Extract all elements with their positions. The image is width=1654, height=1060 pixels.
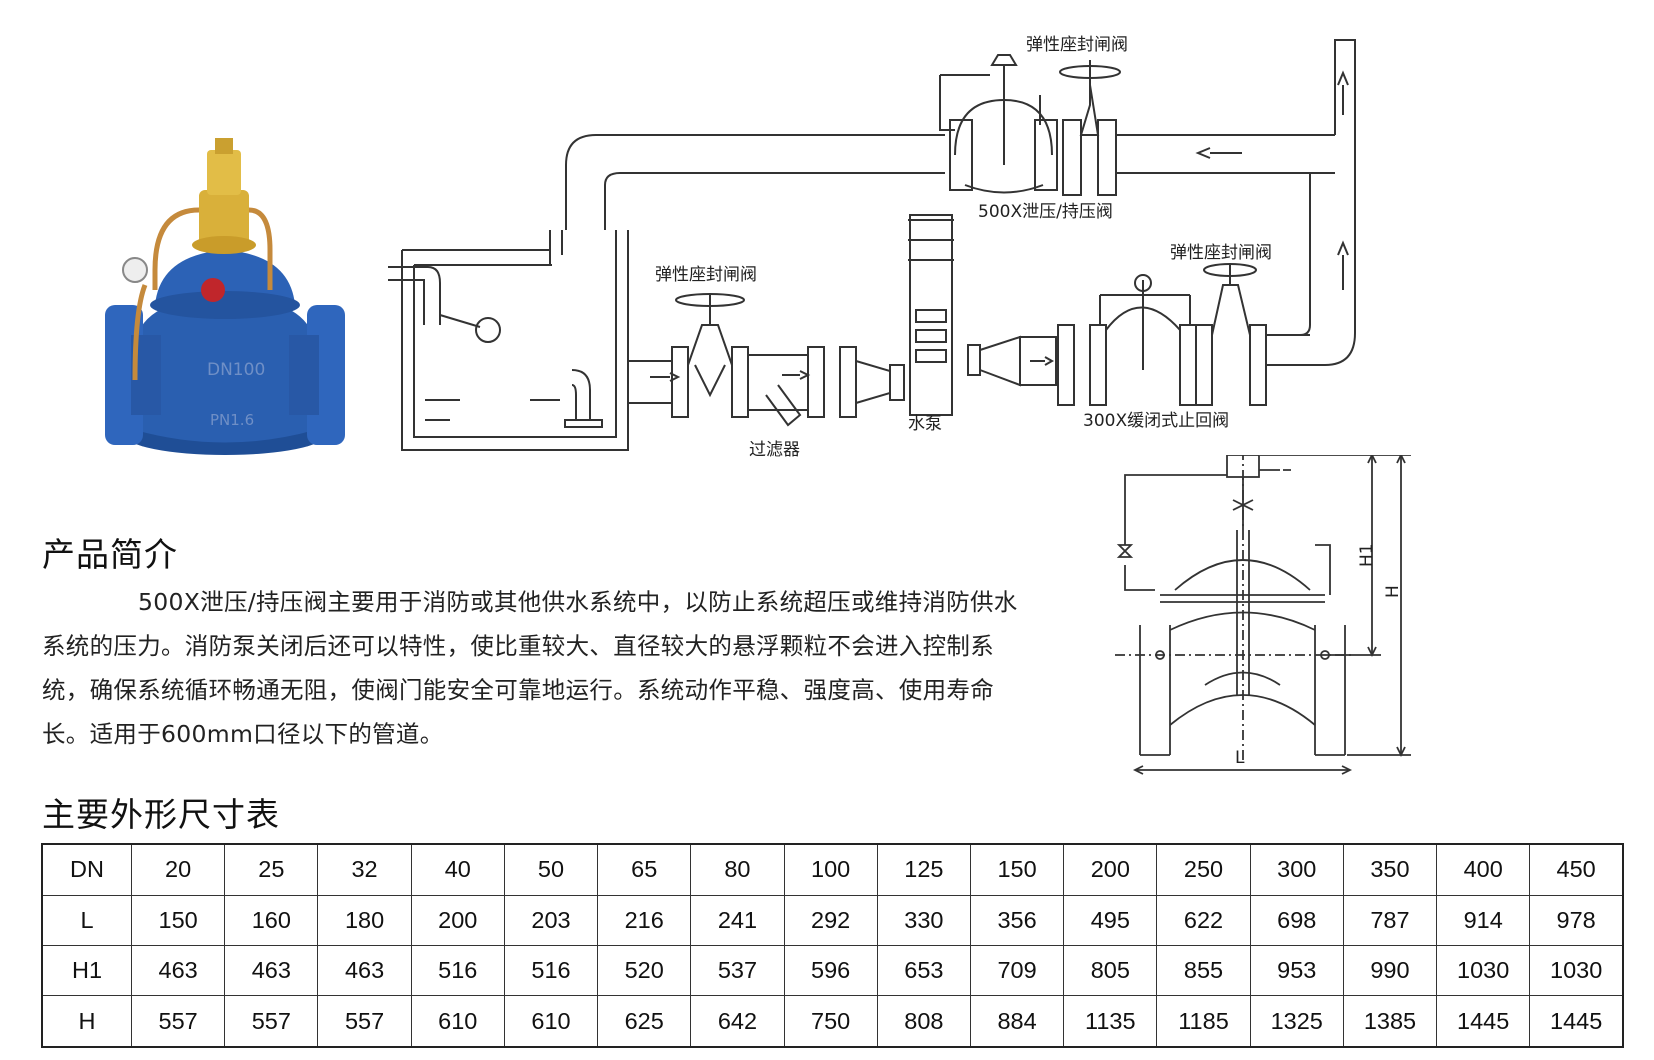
table-cell: 596 — [783, 944, 878, 997]
table-cell: 537 — [690, 944, 785, 997]
table-cell: 1135 — [1063, 995, 1158, 1048]
table-cell: 150 — [130, 894, 226, 946]
dimension-drawing: H1 H L — [1115, 455, 1411, 775]
table-heading: 主要外形尺寸表 — [42, 795, 280, 834]
table-cell: 292 — [783, 894, 878, 946]
table-cell: 516 — [503, 944, 599, 997]
label-check-valve: 300X缓闭式止回阀 — [1083, 411, 1229, 431]
table-row-header: H — [41, 995, 132, 1048]
table-cell: 65 — [597, 843, 692, 896]
table-cell: 1385 — [1342, 995, 1438, 1048]
intro-heading: 产品简介 — [42, 535, 178, 574]
table-row-header: H1 — [41, 944, 132, 997]
table-cell: 625 — [597, 995, 692, 1048]
body-size-marking: DN100 — [207, 360, 265, 380]
table-cell: 463 — [317, 944, 412, 997]
table-cell: 450 — [1529, 843, 1624, 896]
product-photo: DN100 PN1.6 — [105, 138, 345, 455]
label-relief-valve: 500X泄压/持压阀 — [978, 202, 1113, 222]
table-cell: 953 — [1249, 944, 1344, 997]
table-cell: 978 — [1529, 894, 1624, 946]
table-cell: 180 — [317, 894, 412, 946]
dim-label-l: L — [1235, 748, 1245, 768]
table-cell: 653 — [876, 944, 971, 997]
table-row-header: DN — [41, 843, 132, 896]
table-cell: 1325 — [1249, 995, 1344, 1048]
table-cell: 1030 — [1436, 944, 1531, 997]
table-cell: 1445 — [1436, 995, 1531, 1048]
intro-paragraph: 500X泄压/持压阀主要用于消防或其他供水系统中，以防止系统超压或维持消防供水系… — [42, 580, 1032, 756]
table-cell: 20 — [130, 843, 226, 896]
table-row-header: L — [41, 894, 132, 946]
label-right-gate-valve: 弹性座封闸阀 — [1170, 243, 1272, 263]
table-cell: 356 — [969, 894, 1065, 946]
intro-text: 500X泄压/持压阀主要用于消防或其他供水系统中，以防止系统超压或维持消防供水系… — [42, 588, 1018, 748]
table-cell: 50 — [503, 843, 599, 896]
label-filter: 过滤器 — [749, 440, 800, 460]
table-cell: 557 — [317, 995, 412, 1048]
table-cell: 610 — [503, 995, 599, 1048]
table-cell: 1185 — [1156, 995, 1251, 1048]
table-cell: 330 — [876, 894, 971, 946]
label-top-gate-valve: 弹性座封闸阀 — [1026, 35, 1128, 55]
dim-label-h: H — [1383, 585, 1403, 598]
table-cell: 150 — [969, 843, 1065, 896]
table-cell: 642 — [690, 995, 785, 1048]
table-cell: 495 — [1063, 894, 1158, 946]
table-cell: 787 — [1342, 894, 1438, 946]
table-cell: 750 — [783, 995, 878, 1048]
table-cell: 914 — [1436, 894, 1531, 946]
system-diagram: 弹性座封闸阀 500X泄压/持压阀 弹性座封闸阀 弹性座封闸阀 过滤器 水泵 3… — [388, 35, 1356, 460]
table-cell: 203 — [503, 894, 599, 946]
body-pressure-marking: PN1.6 — [210, 411, 254, 429]
table-cell: 557 — [130, 995, 226, 1048]
table-cell: 855 — [1156, 944, 1251, 997]
table-cell: 125 — [876, 843, 971, 896]
table-cell: 808 — [876, 995, 971, 1048]
table-cell: 216 — [597, 894, 692, 946]
table-cell: 805 — [1063, 944, 1158, 997]
table-cell: 1030 — [1529, 944, 1624, 997]
table-cell: 250 — [1156, 843, 1251, 896]
table-cell: 100 — [783, 843, 878, 896]
table-cell: 200 — [1063, 843, 1158, 896]
label-left-gate-valve: 弹性座封闸阀 — [655, 265, 757, 285]
table-cell: 610 — [410, 995, 505, 1048]
table-cell: 400 — [1436, 843, 1531, 896]
table-cell: 32 — [317, 843, 412, 896]
table-cell: 698 — [1249, 894, 1344, 946]
table-cell: 463 — [224, 944, 319, 997]
table-cell: 80 — [690, 843, 785, 896]
table-cell: 40 — [410, 843, 505, 896]
table-cell: 520 — [597, 944, 692, 997]
table-cell: 25 — [224, 843, 319, 896]
table-cell: 300 — [1249, 843, 1344, 896]
table-cell: 241 — [690, 894, 785, 946]
table-cell: 160 — [224, 894, 319, 946]
dim-label-h1: H1 — [1357, 543, 1377, 567]
table-cell: 709 — [969, 944, 1065, 997]
table-cell: 350 — [1342, 843, 1438, 896]
table-cell: 884 — [969, 995, 1065, 1048]
table-cell: 463 — [130, 944, 226, 997]
table-cell: 1445 — [1529, 995, 1624, 1048]
table-cell: 516 — [410, 944, 505, 997]
table-cell: 990 — [1342, 944, 1438, 997]
label-pump: 水泵 — [908, 414, 942, 434]
table-cell: 622 — [1156, 894, 1251, 946]
table-cell: 200 — [410, 894, 505, 946]
table-cell: 557 — [224, 995, 319, 1048]
